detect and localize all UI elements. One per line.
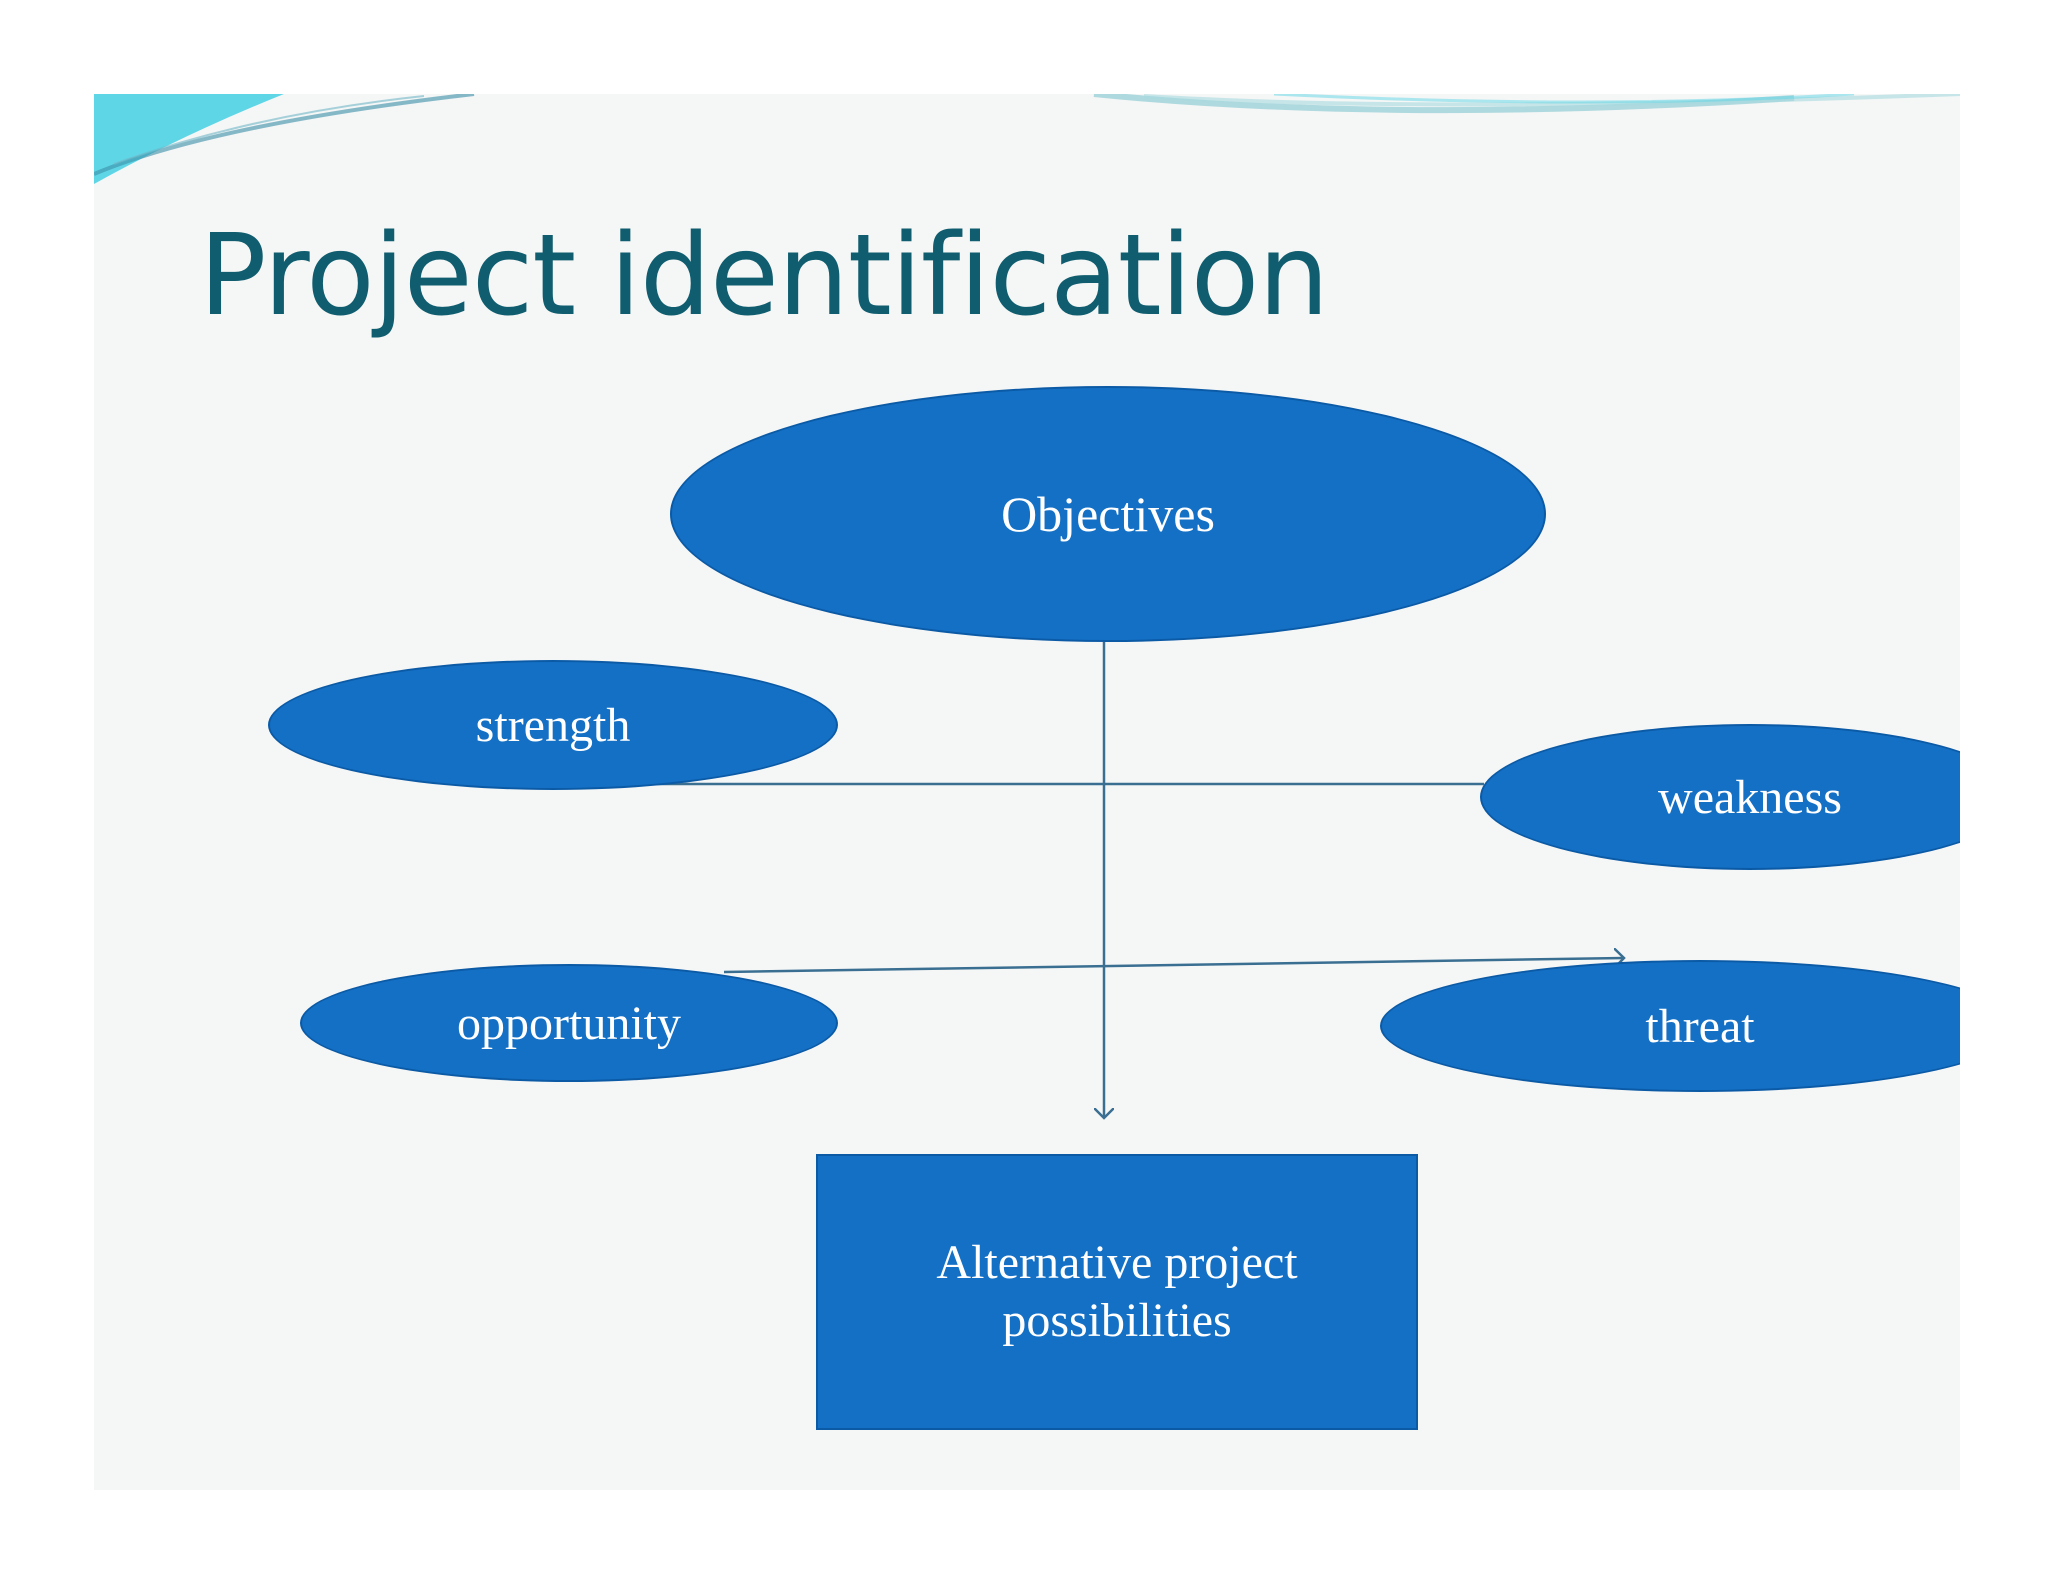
node-strength: strength: [268, 660, 838, 790]
node-weakness-label: weakness: [1658, 770, 1842, 824]
node-alternative-project-possibilities: Alternative project possibilities: [816, 1154, 1418, 1430]
node-threat: threat: [1380, 960, 1960, 1092]
edge-opportunity-to-threat: [723, 958, 1624, 974]
node-weakness: weakness: [1480, 724, 1960, 870]
node-alternatives-label: Alternative project possibilities: [936, 1236, 1298, 1347]
slide: Project identification Objectives streng…: [94, 94, 1960, 1490]
node-threat-label: threat: [1645, 999, 1755, 1053]
wave-decoration: [94, 94, 1960, 184]
slide-title: Project identification: [199, 211, 1329, 341]
node-opportunity: opportunity: [300, 964, 838, 1082]
node-objectives: Objectives: [670, 386, 1546, 642]
node-strength-label: strength: [475, 698, 631, 752]
node-objectives-label: Objectives: [1001, 486, 1215, 542]
node-opportunity-label: opportunity: [457, 996, 681, 1050]
connector-lines: [634, 642, 1960, 1490]
